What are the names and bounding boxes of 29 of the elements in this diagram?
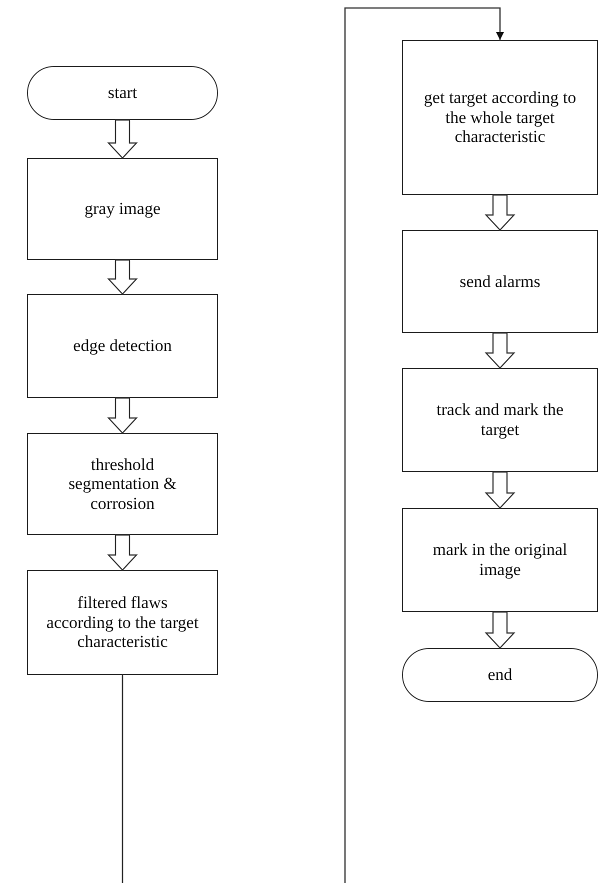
process-box (27, 158, 218, 260)
step-label: filtered flaws according to the target characteristic (45, 593, 200, 652)
step-label: mark in the original image (432, 540, 568, 580)
hollow-block-arrow (107, 119, 138, 159)
process-box (402, 368, 598, 472)
step-label: end (486, 665, 514, 685)
process-box (402, 508, 598, 612)
step-label: start (106, 83, 138, 103)
hollow-block-arrow (484, 194, 516, 231)
process-box (402, 230, 598, 333)
hollow-block-arrow (107, 259, 138, 295)
process-box (27, 433, 218, 535)
step-label: edge detection (72, 336, 173, 356)
hollow-block-arrow (484, 471, 516, 509)
hollow-block-arrow (107, 534, 138, 571)
step-label: send alarms (458, 272, 542, 292)
process-box (27, 570, 218, 675)
step-label: threshold segmentation & corrosion (67, 454, 178, 514)
terminal-pill (402, 648, 598, 702)
arrow (344, 7, 504, 883)
hollow-block-arrow (484, 611, 516, 649)
hollow-block-arrow (107, 397, 138, 434)
step-label: get target according to the whole target characteristic (422, 88, 578, 147)
hollow-block-arrow (484, 332, 516, 369)
step-label: track and mark the target (436, 400, 564, 440)
terminal-pill (27, 66, 218, 120)
process-box (402, 40, 598, 195)
step-label: gray image (84, 199, 162, 219)
process-box (27, 294, 218, 398)
